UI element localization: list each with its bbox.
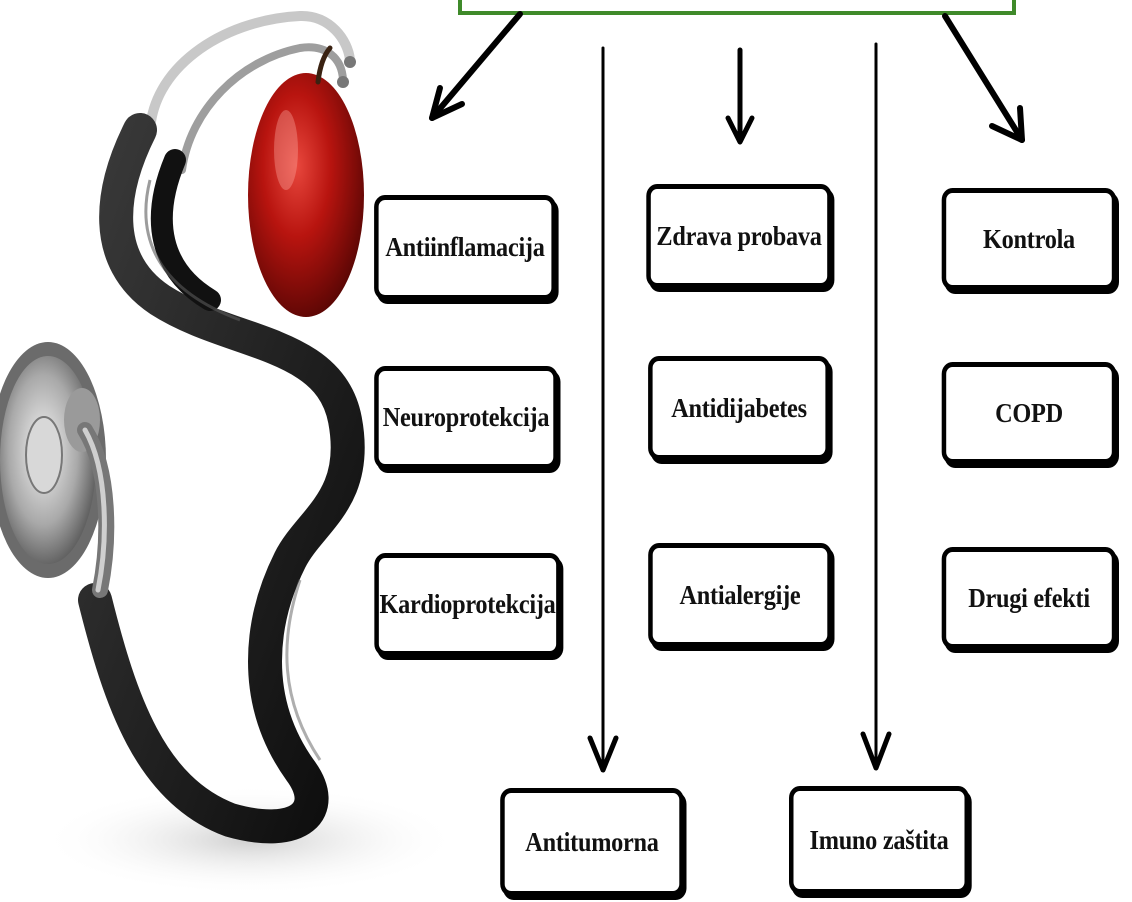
arrow-diagonal-right [942,13,1025,143]
box-antiinflamacija: Antiinflamacija [374,195,556,300]
box-zdrava-probava: Zdrava probava [646,184,832,288]
box-drugi-efekti: Drugi efekti [941,547,1117,649]
box-antitumorna: Antitumorna [500,788,684,896]
chest-piece [0,342,115,598]
box-kontrola: Kontrola [941,188,1117,290]
box-label: Antitumorna [525,826,659,857]
box-label: Antialergije [679,579,801,610]
box-label: Antidijabetes [671,392,807,423]
box-imuno-zastita: Imuno zaštita [789,786,969,894]
arrowhead-long-right [860,731,892,771]
header-box [458,0,1016,15]
box-label: COPD [995,397,1063,428]
box-label: Kontrola [983,223,1075,254]
box-kardioprotekcija: Kardioprotekcija [374,553,561,656]
box-neuroprotekcija: Neuroprotekcija [374,366,558,469]
box-label: Kardioprotekcija [379,589,556,619]
ear-tube-left [145,10,355,140]
ear-tube-right [178,43,347,174]
box-label: Imuno zaštita [809,824,949,855]
stethoscope-tube [78,113,365,844]
box-label: Neuroprotekcija [382,402,550,432]
box-copd: COPD [941,362,1117,464]
stethoscope-apple-illustration [0,10,460,895]
box-antialergije: Antialergije [648,543,832,647]
arrowhead-diagonal-left [429,85,465,121]
box-label: Antiinflamacija [385,232,545,262]
apple-stem [315,45,333,85]
box-label: Drugi efekti [968,582,1090,613]
arrow-diagonal-left [429,11,523,121]
box-antidijabetes: Antidijabetes [648,356,830,460]
box-label: Zdrava probava [656,220,822,251]
apple [248,73,364,317]
arrowhead-center [725,115,755,145]
arrowhead-long-left [587,735,619,773]
arrowhead-diagonal-right [989,105,1025,143]
